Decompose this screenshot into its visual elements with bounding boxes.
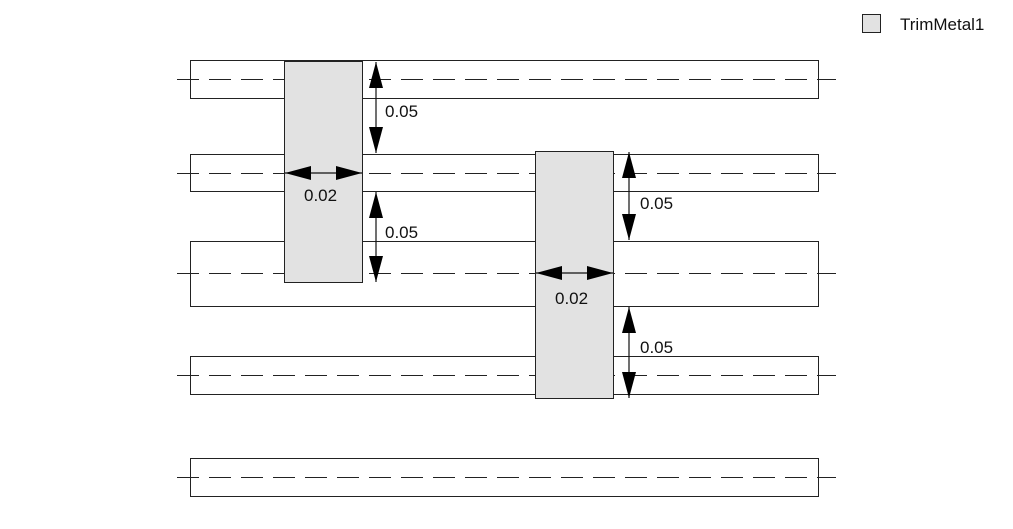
dimension-label: 0.02 [304, 186, 337, 205]
legend: TrimMetal1 [862, 14, 984, 34]
metal-wire-2 [177, 154, 836, 192]
dimension-label: 0.02 [555, 289, 588, 308]
metal-wire-1 [177, 60, 836, 99]
legend-label: TrimMetal1 [900, 15, 984, 34]
metal-wire-5 [177, 458, 836, 497]
dimension-label: 0.05 [385, 223, 418, 242]
legend-swatch-icon [862, 14, 881, 33]
metal-wire-3 [177, 241, 836, 307]
dimension-label: 0.05 [385, 102, 418, 121]
dimension-label: 0.05 [640, 194, 673, 213]
dimension-label: 0.05 [640, 338, 673, 357]
metal-wire-4 [177, 356, 836, 395]
trim-metal-shape-2 [535, 151, 614, 399]
trim-metal-shape-1 [284, 61, 363, 283]
